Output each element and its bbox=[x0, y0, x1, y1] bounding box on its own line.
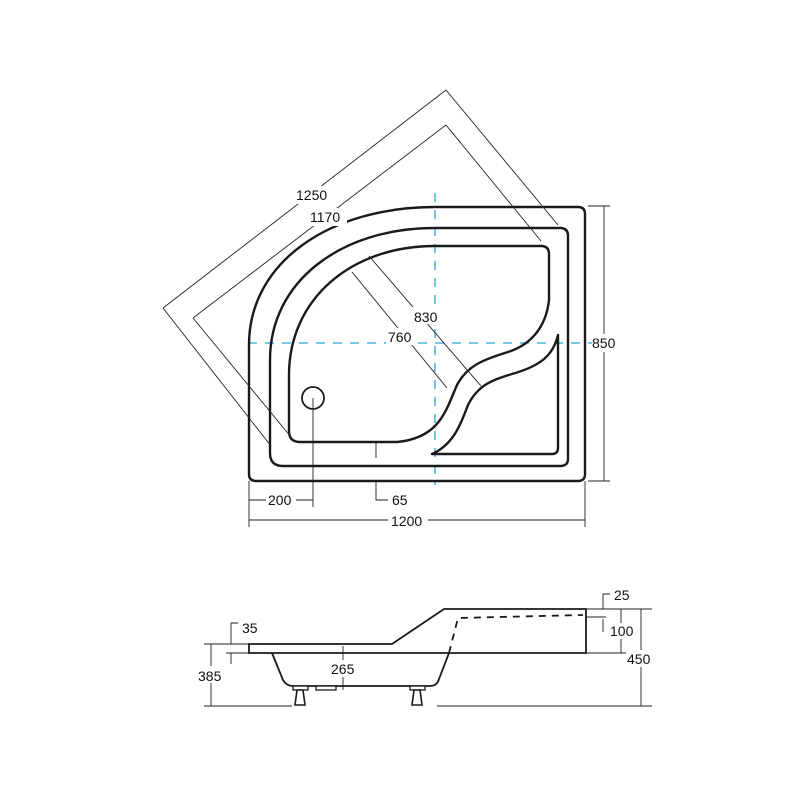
dim-35-leader bbox=[230, 622, 238, 644]
foot-left bbox=[294, 689, 306, 706]
dim-760-label: 760 bbox=[388, 329, 412, 345]
dim-1250-label: 1250 bbox=[296, 187, 327, 203]
dim-1170-label: 1170 bbox=[310, 209, 340, 225]
dim-450-label: 450 bbox=[627, 651, 651, 667]
dim-65-label: 65 bbox=[392, 492, 408, 508]
foot-right bbox=[411, 689, 423, 706]
top-view: 1250 1170 830 760 850 200 65 1200 bbox=[162, 89, 622, 529]
dim-35-label: 35 bbox=[242, 620, 258, 636]
dim-65-leader bbox=[375, 481, 388, 501]
dim-25-label: 25 bbox=[614, 587, 630, 603]
dim-200-label: 200 bbox=[268, 492, 292, 508]
side-view: 35 385 265 25 100 450 bbox=[196, 587, 658, 707]
side-basin bbox=[271, 652, 450, 687]
dim-100-label: 100 bbox=[610, 623, 634, 639]
side-rim bbox=[248, 608, 587, 654]
basin-contour bbox=[287, 244, 551, 444]
dim-850-label: 850 bbox=[592, 335, 616, 351]
dim-385-label: 385 bbox=[198, 668, 222, 684]
dim-1200-label: 1200 bbox=[391, 513, 422, 529]
dim-265-label: 265 bbox=[331, 661, 355, 677]
dim-830-label: 830 bbox=[414, 309, 438, 325]
seat-contour bbox=[430, 333, 560, 456]
tray-inner-rim bbox=[268, 226, 570, 468]
seat-hidden-line bbox=[448, 614, 584, 654]
tray-outer-rim bbox=[247, 205, 587, 483]
dim-25-leader bbox=[602, 593, 610, 609]
